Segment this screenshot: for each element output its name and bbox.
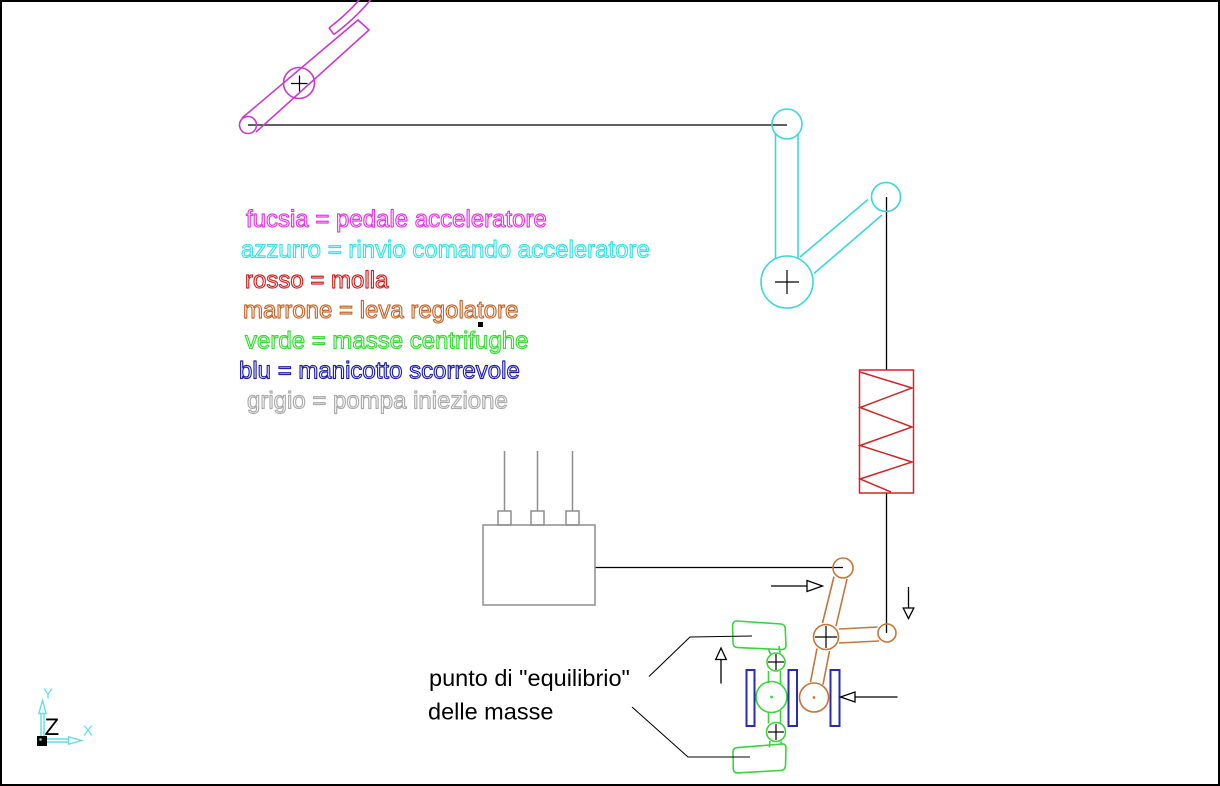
motion-arrows[interactable] <box>714 579 915 703</box>
arrow-right <box>771 579 825 593</box>
bellcrank-pivot <box>760 255 814 309</box>
component-centrifugal-masses[interactable] <box>731 620 788 774</box>
ucs-axes <box>37 697 85 746</box>
component-sliding-sleeve[interactable] <box>745 669 841 727</box>
bellcrank-top-joint <box>771 108 803 140</box>
pedal-pad-outer-arc <box>328 0 360 29</box>
ucs-y-label: Y <box>43 686 53 703</box>
pump-body <box>482 524 596 606</box>
pedal-pivot <box>282 66 316 100</box>
spring-body <box>858 369 915 494</box>
mass-top-pin <box>766 652 786 672</box>
legend-item-rosso[interactable]: rosso = molla <box>244 266 389 294</box>
component-bellcrank[interactable] <box>760 108 902 309</box>
ucs-origin-dot <box>39 738 42 741</box>
pump-port-1 <box>497 510 512 526</box>
mass-hub-center-dot <box>770 695 773 699</box>
linkage-lines[interactable] <box>248 124 888 633</box>
sleeve-bar-left <box>745 669 756 727</box>
arrow-left <box>838 691 898 703</box>
ucs-x-arrowhead <box>67 735 85 746</box>
leader-lines[interactable] <box>631 635 753 758</box>
mass-bottom-blade <box>732 743 787 774</box>
spring-coil-zigzag <box>857 371 915 493</box>
mass-hub <box>755 680 788 714</box>
lever-right-joint <box>877 623 897 643</box>
mass-top-blade <box>731 620 787 651</box>
annotation-line1[interactable]: punto di "equilibrio" <box>429 665 630 691</box>
leader-bottom-mass <box>631 706 750 758</box>
legend-item-marrone[interactable]: marrone = leva regolatore <box>242 296 519 324</box>
legend[interactable]: fucsia = pedale acceleratore azzurro = r… <box>238 205 650 415</box>
pump-port-3 <box>565 510 580 526</box>
component-accelerator-pedal[interactable] <box>238 0 373 135</box>
mass-pin-crosses <box>768 654 784 740</box>
bellcrank-pivot-cross <box>775 270 799 294</box>
mass-bottom-pin <box>765 721 787 743</box>
legend-item-grigio[interactable]: grigio = pompa iniezione <box>246 387 508 415</box>
sleeve-bar-middle <box>787 669 798 727</box>
artifact-i-dot <box>478 322 483 327</box>
lever-pivot <box>812 623 840 651</box>
legend-item-azzurro[interactable]: azzurro = rinvio comando acceleratore <box>240 236 650 264</box>
lever-top-joint <box>832 557 854 579</box>
component-injection-pump[interactable] <box>482 451 596 606</box>
ucs-icon: Y X Z <box>37 686 93 746</box>
arrow-up <box>714 646 728 684</box>
lever-bottom-center-dot <box>812 696 816 699</box>
ucs-y-arrowhead <box>37 697 48 715</box>
legend-item-verde[interactable]: verde = masse centrifughe <box>244 327 529 355</box>
arrow-down <box>902 587 915 620</box>
ucs-z-label: Z <box>45 714 60 741</box>
component-governor-lever[interactable] <box>798 557 897 713</box>
bellcrank-right-joint <box>870 181 902 213</box>
lever-bottom-joint <box>798 682 830 713</box>
leader-top-mass <box>648 635 753 677</box>
sleeve-bar-right <box>829 669 841 727</box>
pump-port-2 <box>530 510 545 526</box>
ucs-x-label: X <box>83 723 93 740</box>
pedal-pad-cap <box>328 27 335 35</box>
legend-item-blu[interactable]: blu = manicotto scorrevole <box>238 357 520 385</box>
legend-item-fucsia[interactable]: fucsia = pedale acceleratore <box>245 205 547 233</box>
component-spring[interactable] <box>857 369 915 494</box>
lever-pivot-cross <box>815 626 837 648</box>
ucs-origin-box <box>37 736 47 746</box>
pedal-lever-bar <box>241 18 371 133</box>
pedal-pad-inner-arc <box>333 0 372 36</box>
pedal-end-joint <box>238 115 258 135</box>
annotation-line2[interactable]: delle masse <box>428 699 553 725</box>
pedal-pivot-cross <box>291 75 308 92</box>
